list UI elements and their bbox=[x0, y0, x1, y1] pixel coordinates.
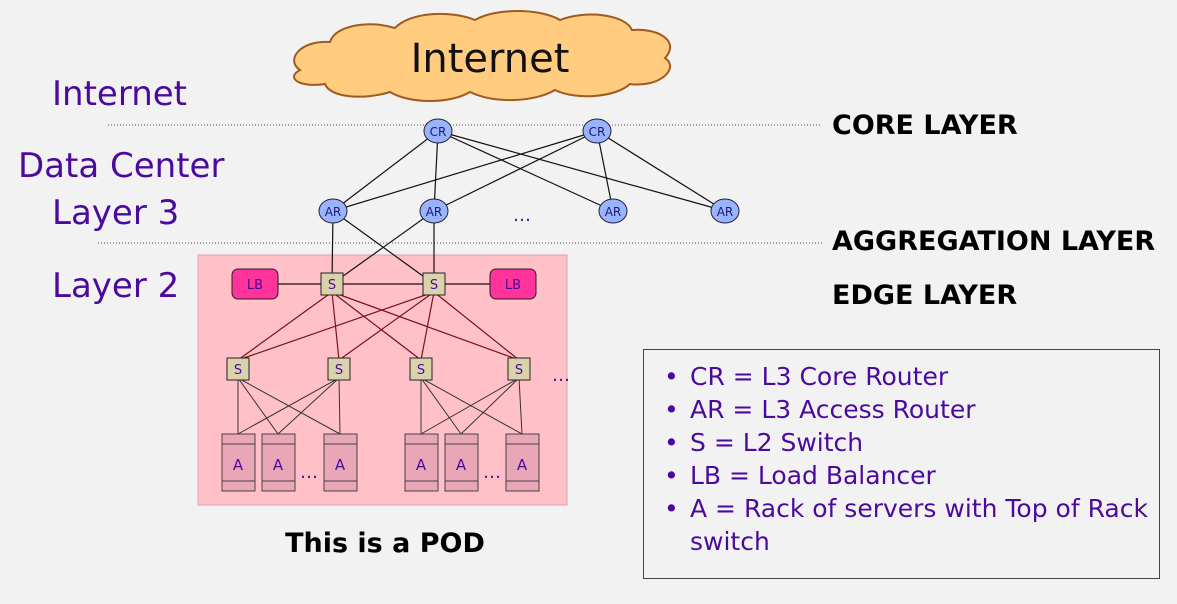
access-router-label: AR bbox=[605, 205, 622, 219]
pod-switch-links bbox=[237, 291, 520, 361]
rack-label: A bbox=[456, 456, 467, 474]
edge-ellipsis: … bbox=[552, 365, 570, 386]
internet-cloud bbox=[293, 10, 672, 102]
rack-label: A bbox=[273, 456, 284, 474]
access-router: AR bbox=[419, 198, 449, 224]
load-balancer-label: LB bbox=[247, 278, 263, 293]
access-router-label: AR bbox=[325, 205, 342, 219]
rack-label: A bbox=[233, 456, 244, 474]
legend-item: • A = Rack of servers with Top of Rack sw… bbox=[664, 492, 1149, 558]
legend-item: • LB = Load Balancer bbox=[664, 459, 1149, 492]
legend-text: CR = L3 Core Router bbox=[690, 362, 949, 391]
rack-ellipsis: … bbox=[483, 462, 501, 483]
legend-box: • CR = L3 Core Router • AR = L3 Access Rou… bbox=[643, 349, 1160, 579]
rack-links bbox=[237, 377, 523, 435]
switch-label: S bbox=[417, 363, 425, 378]
server-rack: A bbox=[221, 433, 256, 492]
label-layer3: Layer 3 bbox=[52, 193, 180, 233]
bullet-icon: • bbox=[664, 461, 679, 490]
legend-list: • CR = L3 Core Router • AR = L3 Access Rou… bbox=[644, 350, 1159, 558]
bullet-icon: • bbox=[664, 395, 679, 424]
access-router: AR bbox=[710, 198, 740, 224]
switch: S bbox=[409, 357, 433, 381]
switch-label: S bbox=[335, 363, 343, 378]
cloud-label: Internet bbox=[411, 36, 570, 82]
server-rack: A bbox=[505, 433, 540, 492]
legend-text: AR = L3 Access Router bbox=[690, 395, 976, 424]
switch-label: S bbox=[234, 363, 242, 378]
load-balancer: LB bbox=[231, 268, 279, 300]
access-router: AR bbox=[318, 198, 348, 224]
server-rack: A bbox=[404, 433, 439, 492]
label-edge-layer: EDGE LAYER bbox=[832, 280, 1018, 311]
core-router-label: CR bbox=[430, 125, 447, 139]
legend-item: • CR = L3 Core Router bbox=[664, 360, 1149, 393]
switch: S bbox=[320, 272, 344, 296]
server-rack: A bbox=[261, 433, 296, 492]
access-router: AR bbox=[598, 198, 628, 224]
legend-text: LB = Load Balancer bbox=[690, 461, 936, 490]
legend-item: • S = L2 Switch bbox=[664, 426, 1149, 459]
load-balancer-label: LB bbox=[505, 278, 521, 293]
switch-label: S bbox=[328, 278, 336, 293]
rack-label: A bbox=[335, 456, 346, 474]
label-core-layer: CORE LAYER bbox=[832, 110, 1018, 141]
bullet-icon: • bbox=[664, 428, 679, 457]
switch: S bbox=[507, 357, 531, 381]
pod-caption: This is a POD bbox=[285, 528, 485, 559]
bullet-icon: • bbox=[664, 362, 679, 391]
core-links bbox=[332, 130, 726, 212]
core-router-label: CR bbox=[589, 125, 606, 139]
rack-label: A bbox=[416, 456, 427, 474]
core-router: CR bbox=[582, 118, 612, 144]
legend-item: • AR = L3 Access Router bbox=[664, 393, 1149, 426]
access-router-label: AR bbox=[426, 205, 443, 219]
server-rack: A bbox=[444, 433, 479, 492]
load-balancer: LB bbox=[489, 268, 537, 300]
label-internet: Internet bbox=[52, 74, 188, 114]
legend-text: A = Rack of servers with Top of Rack swi… bbox=[690, 494, 1148, 556]
label-aggregation-layer: AGGREGATION LAYER bbox=[832, 226, 1156, 257]
core-router: CR bbox=[423, 118, 453, 144]
aggregation-ellipsis: … bbox=[513, 205, 531, 226]
switch: S bbox=[327, 357, 351, 381]
rack-label: A bbox=[517, 456, 528, 474]
label-layer2: Layer 2 bbox=[52, 266, 180, 306]
rack-ellipsis: … bbox=[300, 462, 318, 483]
bullet-icon: • bbox=[664, 494, 679, 523]
server-rack: A bbox=[323, 433, 358, 492]
switch-label: S bbox=[430, 278, 438, 293]
label-data-center: Data Center bbox=[18, 146, 225, 186]
switch: S bbox=[422, 272, 446, 296]
legend-text: S = L2 Switch bbox=[690, 428, 864, 457]
switch-label: S bbox=[515, 363, 523, 378]
switch: S bbox=[226, 357, 250, 381]
access-router-label: AR bbox=[717, 205, 734, 219]
